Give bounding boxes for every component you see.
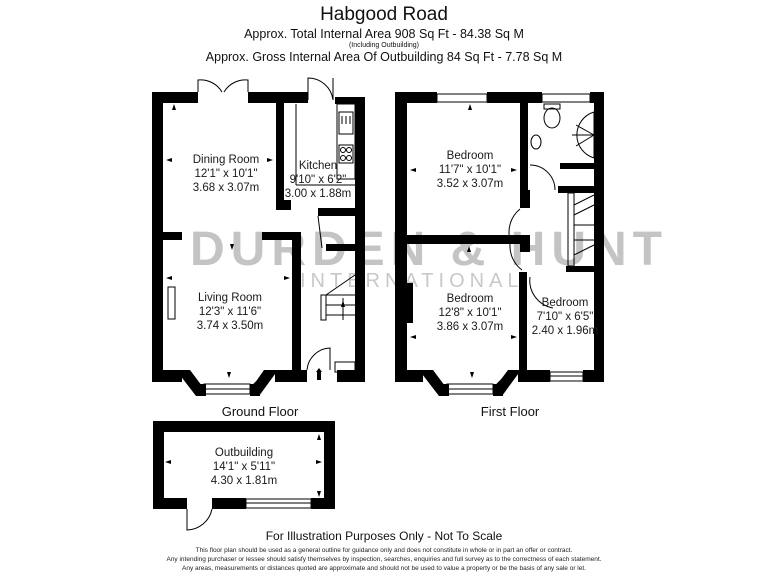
room-imperial: 14'1" x 5'11": [212, 461, 276, 473]
french-door-right: [223, 79, 249, 93]
room-metric: 3.00 x 1.88m: [284, 188, 352, 200]
room-metric: 3.86 x 3.07m: [436, 321, 504, 333]
scale-note: For Illustration Purposes Only - Not To …: [265, 529, 503, 543]
room-imperial: 12'1" x 10'1": [194, 168, 258, 180]
room-label-dining-room: Dining Room 12'1" x 10'1" 3.68 x 3.07m: [186, 153, 266, 195]
room-name: Bedroom: [541, 297, 589, 309]
disclaimer-line: Any intending purchaser or lessee should…: [166, 556, 602, 563]
room-metric: 4.30 x 1.81m: [210, 475, 278, 487]
outbuilding-plan: [153, 421, 335, 509]
room-label-living-room: Living Room 12'3" x 11'6" 3.74 x 3.50m: [190, 291, 270, 333]
room-imperial: 7'10" x 6'5": [536, 311, 594, 323]
room-name: Bedroom: [446, 293, 494, 305]
room-name: Bedroom: [446, 150, 494, 162]
disclaimer-line: This floor plan should be used as a gene…: [195, 547, 573, 554]
ground-floor-plan: [152, 92, 365, 396]
disclaimer-line: Any areas, measurements or distances quo…: [182, 565, 586, 572]
floor-label-first: First Floor: [480, 404, 540, 419]
room-metric: 3.74 x 3.50m: [196, 320, 264, 332]
room-imperial: 12'3" x 11'6": [198, 306, 262, 318]
room-imperial: 11'7" x 10'1": [438, 164, 502, 176]
first-floor-plan: [395, 92, 604, 396]
room-label-bedroom-3: Bedroom 7'10" x 6'5" 2.40 x 1.96m: [530, 296, 600, 338]
room-imperial: 12'8" x 10'1": [438, 307, 502, 319]
disclaimer: This floor plan should be used as a gene…: [0, 546, 768, 573]
room-name: Dining Room: [192, 154, 260, 166]
room-metric: 3.52 x 3.07m: [436, 178, 504, 190]
room-name: Outbuilding: [214, 447, 274, 459]
room-label-outbuilding: Outbuilding 14'1" x 5'11" 4.30 x 1.81m: [199, 446, 289, 488]
room-label-kitchen: Kitchen 9'10" x 6'2" 3.00 x 1.88m: [282, 159, 354, 201]
room-metric: 3.68 x 3.07m: [192, 182, 260, 194]
including-outbuilding-note: (Including Outbuilding): [348, 42, 420, 49]
room-label-bedroom-2: Bedroom 12'8" x 10'1" 3.86 x 3.07m: [425, 292, 515, 334]
floor-label-ground: Ground Floor: [221, 404, 299, 419]
room-imperial: 9'10" x 6'2": [289, 174, 347, 186]
entrance-arrow-icon: [317, 372, 321, 380]
room-name: Living Room: [198, 292, 262, 304]
french-door-left: [197, 79, 223, 93]
outbuilding-area-text: Approx. Gross Internal Area Of Outbuildi…: [205, 50, 563, 64]
room-metric: 2.40 x 1.96m: [531, 325, 599, 337]
room-name: Kitchen: [298, 160, 338, 172]
property-title: Habgood Road: [320, 4, 448, 25]
room-label-bedroom-1: Bedroom 11'7" x 10'1" 3.52 x 3.07m: [425, 149, 515, 191]
total-area-text: Approx. Total Internal Area 908 Sq Ft - …: [244, 27, 524, 41]
